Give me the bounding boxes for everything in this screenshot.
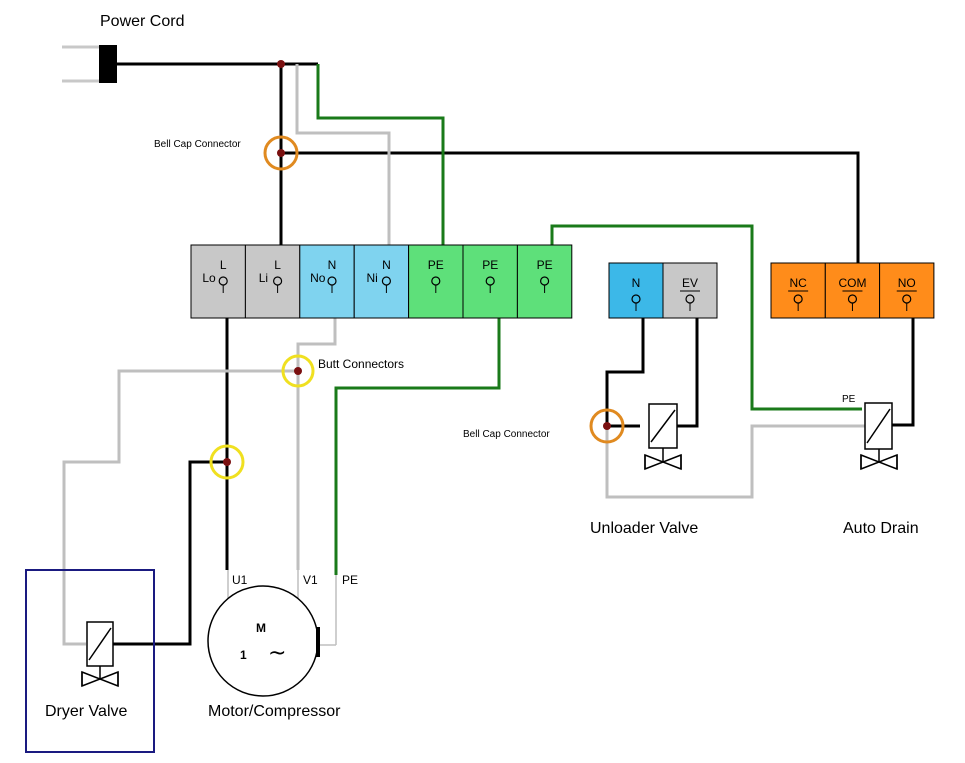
main-terminal-3: N Ni xyxy=(353,244,410,319)
main-terminal-label: PE xyxy=(537,258,553,272)
auto-drain-solenoid-icon xyxy=(860,402,898,471)
motor-symbol: M xyxy=(256,621,266,635)
butt-connector-neutral xyxy=(281,354,315,388)
main-terminal-label: L xyxy=(274,258,281,272)
motor-icon xyxy=(207,570,337,697)
relay-terminal-label: COM xyxy=(838,276,866,290)
main-terminal-sublabel: Ni xyxy=(367,271,378,285)
earth-wires xyxy=(316,64,862,575)
main-terminal-label: PE xyxy=(482,258,498,272)
main-terminal-label: L xyxy=(220,258,227,272)
motor-compressor-label: Motor/Compressor xyxy=(208,703,341,720)
auto-drain-label: Auto Drain xyxy=(843,520,919,537)
unloader-valve-label: Unloader Valve xyxy=(590,520,698,537)
main-terminal-6: PE xyxy=(516,244,573,319)
live-wires xyxy=(113,62,915,646)
motor-phase: 1 xyxy=(240,648,247,662)
relay-terminal-block: NC COM NO xyxy=(770,262,935,319)
main-terminal-4: PE xyxy=(408,244,464,319)
main-terminal-label: N xyxy=(382,258,391,272)
main-terminal-label: PE xyxy=(428,258,444,272)
butt-connector-live xyxy=(209,444,245,480)
unloader-terminal-label: N xyxy=(632,276,641,290)
main-terminal-label: N xyxy=(328,258,337,272)
unloader-terminal-1: EV xyxy=(662,262,718,319)
motor-terminal-v1: V1 xyxy=(303,573,318,587)
main-terminal-sublabel: Li xyxy=(259,271,268,285)
motor-terminal-pe: PE xyxy=(342,573,358,587)
dryer-valve-box xyxy=(25,569,155,753)
relay-terminal-2: NO xyxy=(879,262,935,319)
neutral-wires xyxy=(62,64,865,646)
main-terminal-2: NNo xyxy=(299,244,355,319)
main-terminal-5: PE xyxy=(462,244,518,319)
butt-connectors-label: Butt Connectors xyxy=(318,357,404,371)
unloader-solenoid-icon xyxy=(644,403,682,471)
bell-cap-connector-right-label: Bell Cap Connector xyxy=(463,429,550,440)
main-terminal-0: L Lo xyxy=(190,244,246,319)
relay-terminal-label: NO xyxy=(898,276,916,290)
unloader-terminal-block: N EV xyxy=(608,262,718,319)
dryer-solenoid-icon xyxy=(81,621,119,688)
unloader-terminal-label: EV xyxy=(682,276,698,290)
unloader-terminal-0: N xyxy=(608,262,664,319)
bell-cap-connector-right xyxy=(589,408,625,444)
dryer-valve-label: Dryer Valve xyxy=(45,703,127,720)
main-terminal-sublabel: No xyxy=(310,271,326,285)
relay-terminal-1: COM xyxy=(824,262,881,319)
bell-cap-connector-top-label: Bell Cap Connector xyxy=(154,139,241,150)
bell-cap-connector-top xyxy=(263,135,299,171)
junction-dots xyxy=(223,60,611,466)
power-plug-icon xyxy=(62,45,117,83)
auto-drain-pe-label: PE xyxy=(842,394,856,405)
main-terminal-sublabel: Lo xyxy=(202,271,216,285)
main-terminal-1: L Li xyxy=(244,244,301,319)
relay-terminal-label: NC xyxy=(789,276,807,290)
motor-terminal-u1: U1 xyxy=(232,573,248,587)
power-cord-label: Power Cord xyxy=(100,13,184,30)
motor-ac-symbol: ~ xyxy=(268,641,286,666)
relay-terminal-0: NC xyxy=(770,262,826,319)
